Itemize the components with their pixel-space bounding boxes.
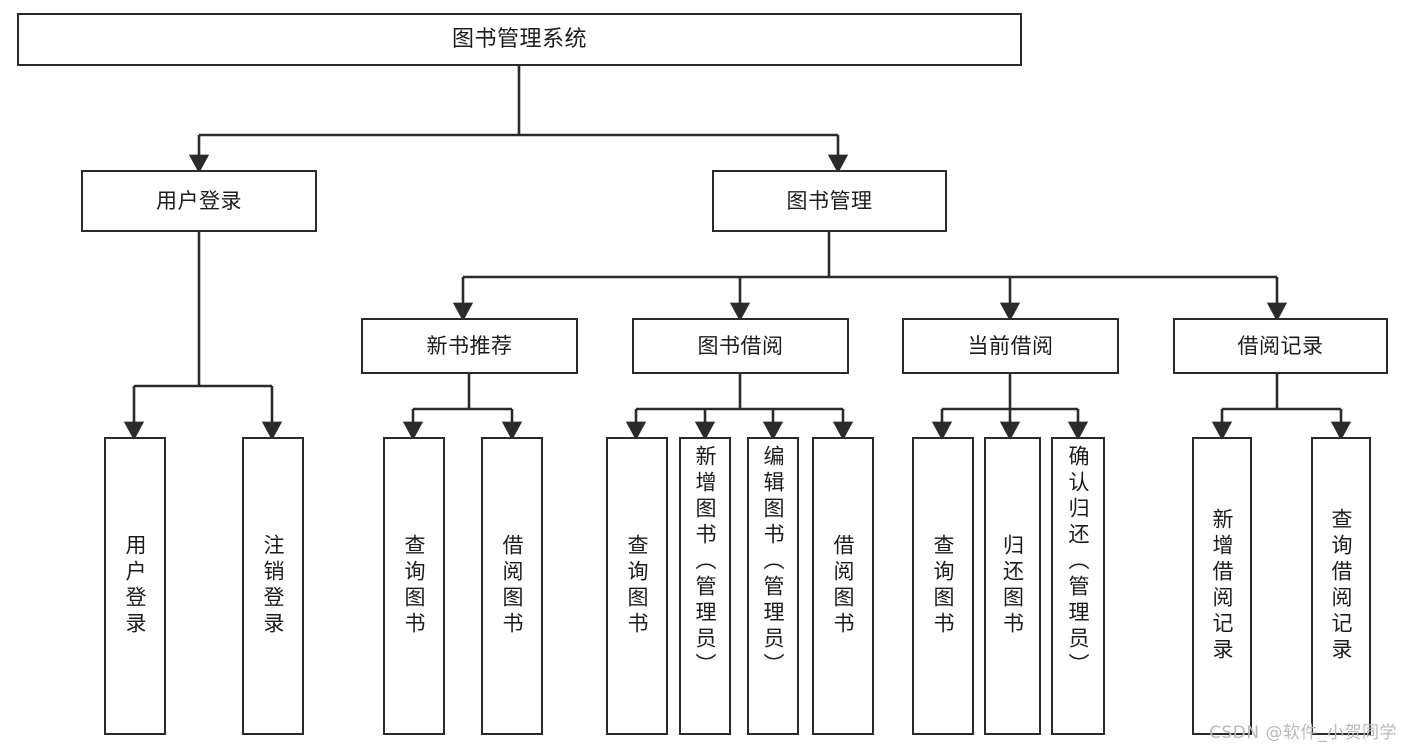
node-label: 用户登录: [156, 188, 242, 213]
leaf-label: 归还图书: [1000, 534, 1025, 638]
leaf-borrow-record-query[interactable]: 查询借阅记录: [1311, 437, 1371, 735]
node-label: 当前借阅: [967, 333, 1054, 358]
node-borrow-record[interactable]: 借阅记录: [1173, 318, 1388, 374]
leaf-label: 查询图书: [625, 534, 650, 638]
leaf-new-book-borrow[interactable]: 借阅图书: [481, 437, 543, 735]
node-book-management[interactable]: 图书管理: [712, 170, 947, 232]
leaf-book-borrow-borrow[interactable]: 借阅图书: [812, 437, 874, 735]
leaf-label: 用户登录: [123, 534, 148, 638]
leaf-label: 借阅图书: [500, 534, 525, 638]
node-label: 借阅记录: [1237, 333, 1324, 358]
node-root-system[interactable]: 图书管理系统: [17, 13, 1022, 66]
node-label: 图书管理系统: [451, 26, 587, 52]
leaf-current-borrow-confirm-admin[interactable]: 确认归还（管理员）: [1051, 437, 1105, 735]
leaf-label: 借阅图书: [831, 534, 856, 638]
node-label: 图书借阅: [697, 333, 784, 358]
leaf-borrow-record-add[interactable]: 新增借阅记录: [1192, 437, 1252, 735]
leaf-user-login-login[interactable]: 用户登录: [104, 437, 166, 735]
leaf-new-book-query[interactable]: 查询图书: [383, 437, 445, 735]
leaf-label: 新增借阅记录: [1210, 508, 1235, 664]
leaf-label: 编辑图书（管理员）: [761, 445, 786, 679]
leaf-current-borrow-return[interactable]: 归还图书: [984, 437, 1041, 735]
leaf-label: 注销登录: [261, 534, 286, 638]
leaf-book-borrow-query[interactable]: 查询图书: [606, 437, 668, 735]
leaf-label: 查询图书: [931, 534, 956, 638]
node-new-book-recommend[interactable]: 新书推荐: [361, 318, 578, 374]
node-current-borrow[interactable]: 当前借阅: [902, 318, 1119, 374]
leaf-book-borrow-edit-admin[interactable]: 编辑图书（管理员）: [747, 437, 799, 735]
node-book-borrow[interactable]: 图书借阅: [632, 318, 849, 374]
leaf-label: 查询图书: [402, 534, 427, 638]
leaf-book-borrow-add-admin[interactable]: 新增图书（管理员）: [679, 437, 731, 735]
node-label: 图书管理: [786, 188, 873, 213]
leaf-current-borrow-query[interactable]: 查询图书: [912, 437, 974, 735]
leaf-label: 新增图书（管理员）: [693, 445, 718, 679]
node-user-login[interactable]: 用户登录: [81, 170, 317, 232]
node-label: 新书推荐: [426, 333, 513, 358]
leaf-label: 查询借阅记录: [1329, 508, 1354, 664]
leaf-user-login-logout[interactable]: 注销登录: [242, 437, 304, 735]
leaf-label: 确认归还（管理员）: [1066, 445, 1091, 679]
watermark: CSDN @软件_小贺同学: [1209, 723, 1397, 743]
